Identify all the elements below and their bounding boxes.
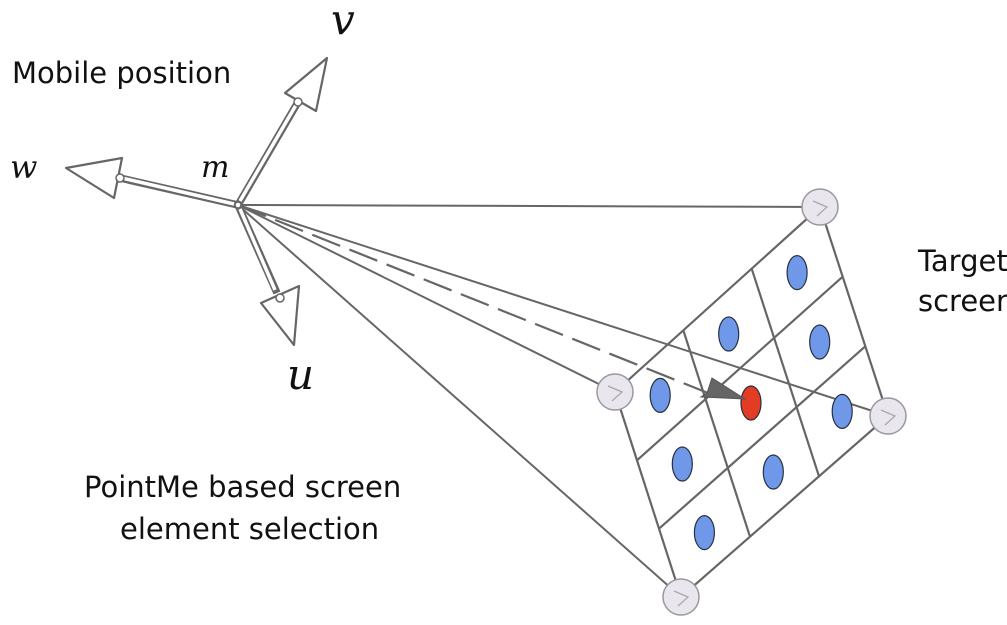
screen-corner-bottom-mark bbox=[673, 590, 690, 607]
screen-element[interactable] bbox=[762, 454, 784, 490]
screen-element[interactable] bbox=[693, 514, 716, 551]
projection-rays bbox=[237, 204, 889, 598]
ray-left-corner bbox=[237, 204, 616, 393]
ray-top-corner bbox=[237, 204, 821, 208]
screen-corner-bottom bbox=[662, 578, 700, 616]
screen-corner-left bbox=[596, 373, 634, 411]
target-screen-label-line1: Target bbox=[917, 244, 1007, 278]
screen-element[interactable] bbox=[671, 446, 693, 482]
screen-corner-left-mark bbox=[607, 385, 624, 402]
caption-line1: PointMe based screen bbox=[84, 470, 401, 504]
axis-w-joint bbox=[115, 173, 125, 183]
mobile-position-label: Mobile position bbox=[12, 56, 231, 90]
screen-corner-top-mark bbox=[812, 200, 829, 217]
screen-corner-right bbox=[869, 397, 907, 435]
axis-v-joint bbox=[293, 97, 303, 107]
screen-element[interactable] bbox=[786, 255, 808, 291]
screen-grid-line bbox=[636, 275, 844, 462]
pointing-arrowhead bbox=[699, 377, 747, 400]
screen-element[interactable] bbox=[649, 377, 671, 413]
axis-v-label: v bbox=[331, 0, 355, 44]
selected-screen-element[interactable] bbox=[740, 385, 762, 421]
axis-u-arrow bbox=[234, 203, 301, 347]
screen-corner-top bbox=[801, 188, 839, 226]
target-screen-label-line2: screen bbox=[918, 284, 1007, 318]
pointing-direction bbox=[237, 203, 747, 400]
target-screen bbox=[596, 188, 907, 616]
device-axes bbox=[64, 56, 329, 347]
pointing-ray bbox=[237, 203, 709, 395]
ray-bottom-corner bbox=[237, 204, 682, 598]
screen-grid-line bbox=[682, 329, 752, 538]
axis-v-arrow bbox=[234, 56, 329, 207]
screen-grid-line bbox=[750, 268, 821, 477]
mobile-origin-point bbox=[234, 201, 242, 209]
caption-line2: element selection bbox=[120, 512, 379, 546]
axis-m-label: m bbox=[201, 150, 229, 185]
screen-element[interactable] bbox=[718, 316, 740, 352]
ray-right-corner bbox=[237, 204, 889, 417]
axis-w-label: w bbox=[10, 148, 37, 186]
screen-element[interactable] bbox=[831, 393, 853, 429]
screen-corner-right-mark bbox=[880, 409, 897, 426]
axis-u-joint bbox=[275, 293, 285, 303]
axis-u-label: u bbox=[287, 350, 314, 399]
screen-grid-line bbox=[658, 345, 867, 530]
screen-element[interactable] bbox=[809, 324, 831, 360]
